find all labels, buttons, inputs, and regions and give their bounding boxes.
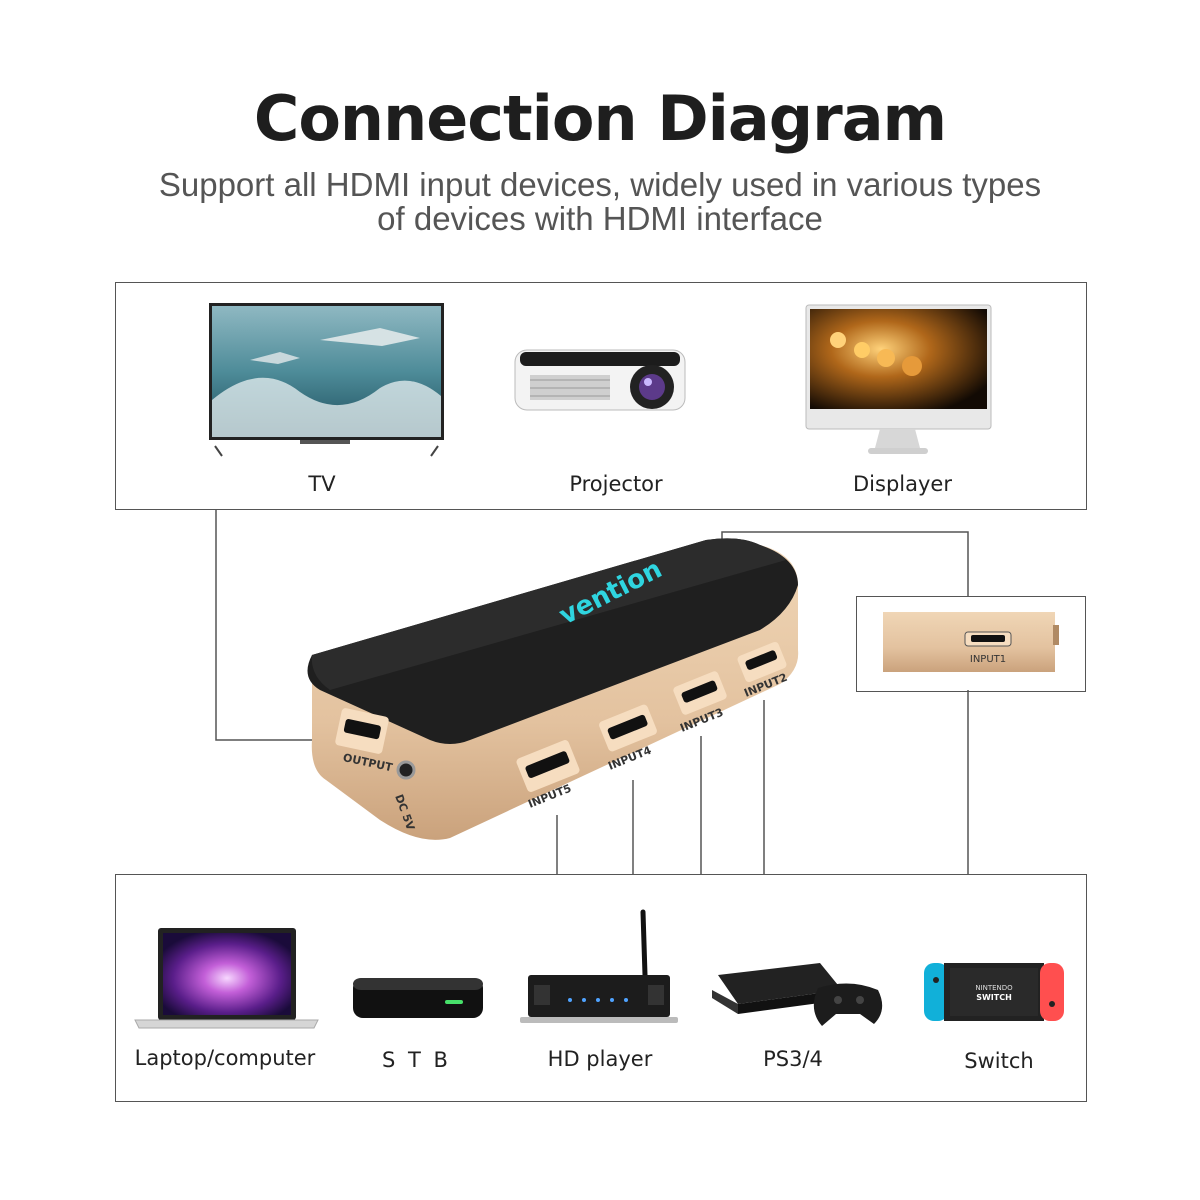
- input3-port: INPUT3: [673, 671, 727, 735]
- set-top-box-icon: [353, 978, 483, 1018]
- label-displayer: Displayer: [853, 472, 952, 496]
- tv-icon: [209, 303, 444, 457]
- switch-logo-line2: SWITCH: [976, 993, 1012, 1002]
- laptop-icon: [134, 928, 319, 1029]
- ps4-console-icon: [712, 963, 883, 1026]
- switch-logo-line1: NINTENDO: [975, 984, 1013, 992]
- monitor-icon: [805, 304, 992, 454]
- line-output-to-displays: [215, 510, 336, 741]
- label-projector: Projector: [569, 472, 663, 496]
- hdmi-switch-device: vention OUTPUT DC 5V INPUT5 INPUT4 INPUT…: [307, 538, 799, 840]
- input1-label: INPUT1: [970, 654, 1006, 665]
- label-ps34: PS3/4: [763, 1047, 823, 1071]
- page-title: Connection Diagram: [253, 82, 947, 155]
- subtitle-line-1: Support all HDMI input devices, widely u…: [158, 166, 1042, 203]
- label-tv: TV: [308, 472, 336, 496]
- hd-player-icon: [520, 909, 678, 1023]
- label-stb: S T B: [382, 1048, 448, 1072]
- label-hd-player: HD player: [547, 1047, 653, 1071]
- label-switch: Switch: [964, 1049, 1034, 1073]
- projector-icon: [514, 349, 686, 411]
- subtitle-line-2: of devices with HDMI interface: [377, 200, 823, 237]
- page-subtitle: Support all HDMI input devices, widely u…: [100, 168, 1100, 236]
- dc-power-jack: [396, 760, 416, 780]
- nintendo-switch-icon: NINTENDO SWITCH: [924, 963, 1064, 1021]
- label-laptop: Laptop/computer: [134, 1046, 316, 1070]
- input1-side-view: INPUT1: [883, 612, 1059, 672]
